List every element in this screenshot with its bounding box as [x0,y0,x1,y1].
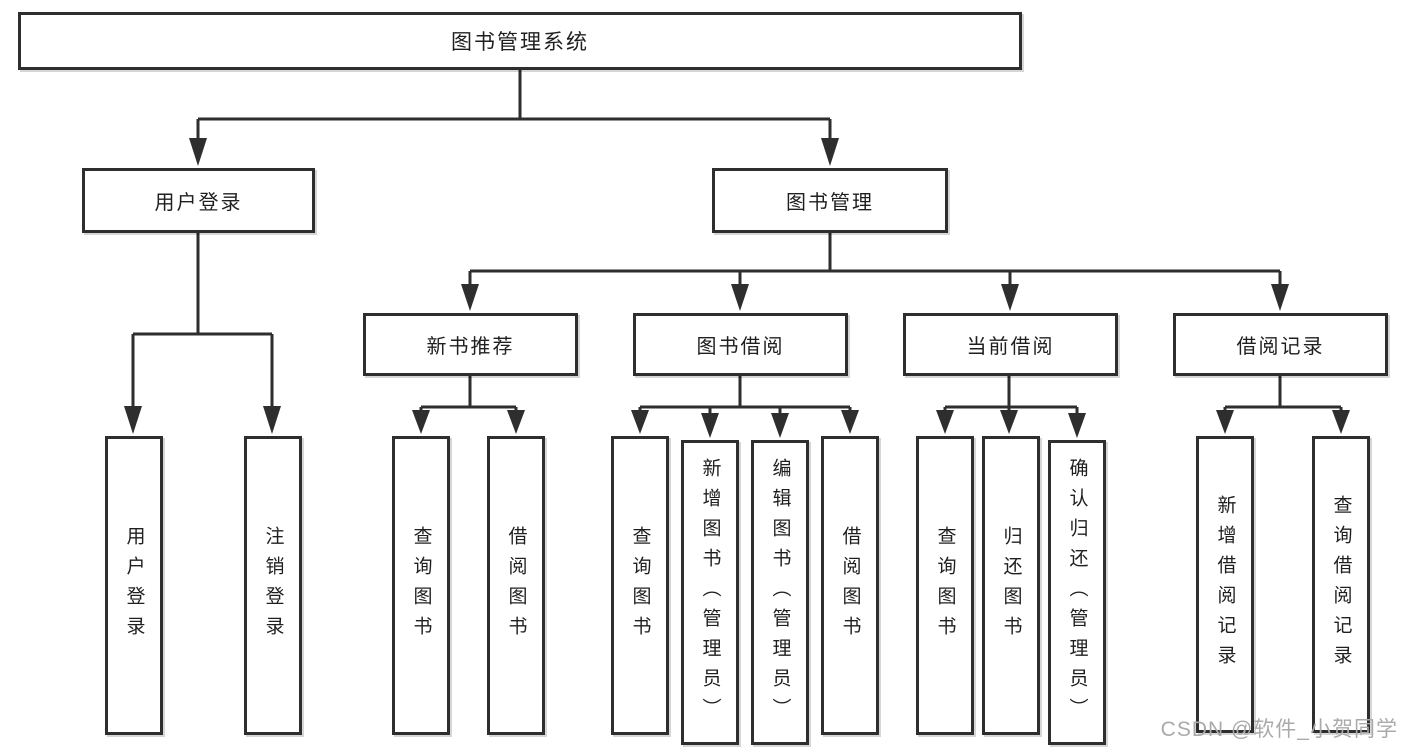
node-label: 归还图书 [1000,525,1022,646]
node-borrowing-records: 借阅记录 [1173,313,1388,376]
node-label: 查询图书 [410,525,432,646]
node-label: 借阅图书 [505,525,527,646]
node-label: 借阅图书 [839,525,861,646]
node-label: 借阅记录 [1236,336,1325,358]
leaf-add-borrow-record: 新增借阅记录 [1196,436,1254,733]
watermark: CSDN @软件_小贺同学 [1160,718,1398,741]
node-label: 查询图书 [934,525,956,646]
node-label: 当前借阅 [966,336,1055,358]
node-book-borrowing: 图书借阅 [633,313,848,376]
node-library-management-system: 图书管理系统 [18,12,1022,70]
node-label: 新增图书（管理员） [699,457,721,728]
leaf-query-books: 查询图书 [916,436,974,735]
leaf-edit-book-admin: 编辑图书（管理员） [751,440,809,745]
node-label: 图书借阅 [696,336,785,358]
node-label: 编辑图书（管理员） [769,457,791,728]
node-label: 新书推荐 [426,336,515,358]
node-label: 查询图书 [629,525,651,646]
leaf-borrow-books: 借阅图书 [487,436,545,735]
node-label: 图书管理 [786,192,874,214]
node-label: 确认归还（管理员） [1066,457,1088,728]
node-current-borrowing: 当前借阅 [903,313,1118,376]
node-new-book-recommendation: 新书推荐 [363,313,578,376]
node-book-management: 图书管理 [712,168,948,233]
leaf-query-borrow-record: 查询借阅记录 [1312,436,1370,733]
leaf-confirm-return-admin: 确认归还（管理员） [1048,440,1106,745]
leaf-user-login: 用户登录 [105,436,163,735]
node-label: 图书管理系统 [451,31,589,54]
leaf-return-books: 归还图书 [982,436,1040,735]
connector-arrowheads [124,138,1350,438]
leaf-borrow-books: 借阅图书 [821,436,879,735]
node-user-login: 用户登录 [82,168,315,233]
leaf-query-books: 查询图书 [611,436,669,735]
leaf-logout: 注销登录 [244,436,302,735]
leaf-query-books: 查询图书 [392,436,450,735]
leaf-add-book-admin: 新增图书（管理员） [681,440,739,745]
node-label: 用户登录 [123,525,145,646]
node-label: 注销登录 [262,525,284,646]
connector-stems [131,70,1343,416]
node-label: 用户登录 [154,192,243,214]
node-label: 新增借阅记录 [1214,494,1236,675]
node-label: 查询借阅记录 [1330,494,1352,675]
